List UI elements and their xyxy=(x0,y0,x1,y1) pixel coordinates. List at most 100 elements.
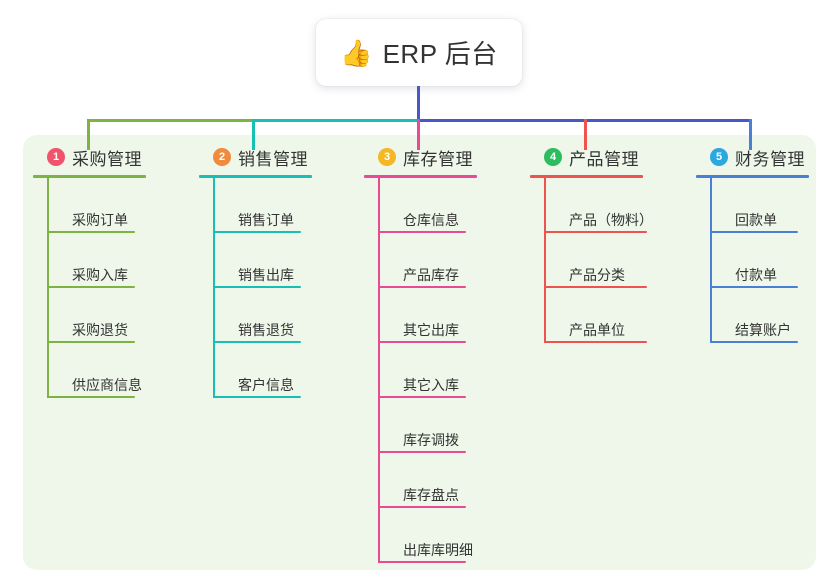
branch-spine xyxy=(710,178,712,343)
branch-header-underline xyxy=(33,175,146,178)
branch-column-销售管理: 2 销售管理销售订单销售出库销售退货客户信息 xyxy=(199,144,312,398)
leaf-item[interactable]: 产品（物料） xyxy=(544,178,653,233)
leaf-item[interactable]: 销售出库 xyxy=(213,233,312,288)
branch-spine xyxy=(47,178,49,398)
branch-column-财务管理: 5 财务管理回款单付款单结算账户 xyxy=(696,144,809,343)
branch-number-badge: 4 xyxy=(544,148,562,166)
leaf-item-label: 产品分类 xyxy=(569,267,625,283)
branch-title: 销售管理 xyxy=(238,149,308,169)
leaf-item[interactable]: 出库库明细 xyxy=(378,508,477,563)
branch-header-underline xyxy=(199,175,312,178)
leaf-item-label: 采购退货 xyxy=(72,322,128,338)
leaf-item-label: 供应商信息 xyxy=(72,377,142,393)
connector-drop-1 xyxy=(87,119,90,150)
leaf-item-underline xyxy=(544,231,647,233)
leaf-item-underline xyxy=(710,286,798,288)
leaf-item[interactable]: 产品库存 xyxy=(378,233,477,288)
leaf-item-label: 其它出库 xyxy=(403,322,459,338)
leaf-item[interactable]: 其它入库 xyxy=(378,343,477,398)
thumbs-up-icon: 👍 xyxy=(340,37,373,68)
connector-horizontal-segment-2 xyxy=(252,119,419,122)
leaf-item-underline xyxy=(213,231,301,233)
branch-number-badge: 3 xyxy=(378,148,396,166)
branch-header-财务管理[interactable]: 5 财务管理 xyxy=(696,144,809,170)
branch-header-采购管理[interactable]: 1 采购管理 xyxy=(33,144,146,170)
branch-title: 产品管理 xyxy=(569,149,639,169)
connector-trunk xyxy=(417,86,420,122)
leaf-item-underline xyxy=(378,506,466,508)
leaf-item-label: 出库库明细 xyxy=(403,542,473,558)
leaf-item[interactable]: 供应商信息 xyxy=(47,343,146,398)
leaf-item-label: 客户信息 xyxy=(238,377,294,393)
leaf-item-underline xyxy=(47,341,135,343)
connector-drop-4 xyxy=(584,119,587,150)
leaf-item[interactable]: 采购订单 xyxy=(47,178,146,233)
leaf-item-label: 仓库信息 xyxy=(403,212,459,228)
connector-drop-3 xyxy=(417,119,420,150)
leaf-item-underline xyxy=(213,286,301,288)
branch-leaf-list: 采购订单采购入库采购退货供应商信息 xyxy=(47,178,146,398)
leaf-item-label: 产品单位 xyxy=(569,322,625,338)
branch-header-库存管理[interactable]: 3 库存管理 xyxy=(364,144,477,170)
leaf-item-label: 采购入库 xyxy=(72,267,128,283)
branch-number-badge: 2 xyxy=(213,148,231,166)
leaf-item-label: 结算账户 xyxy=(735,322,791,338)
branch-title: 财务管理 xyxy=(735,149,805,169)
leaf-item-underline xyxy=(213,396,301,398)
leaf-item[interactable]: 采购入库 xyxy=(47,233,146,288)
leaf-item-label: 销售出库 xyxy=(238,267,294,283)
leaf-item-label: 销售订单 xyxy=(238,212,294,228)
branch-header-产品管理[interactable]: 4 产品管理 xyxy=(530,144,653,170)
leaf-item[interactable]: 付款单 xyxy=(710,233,809,288)
root-node-erp-backend[interactable]: 👍 ERP 后台 xyxy=(316,19,522,86)
leaf-item-underline xyxy=(47,286,135,288)
branch-number-badge: 5 xyxy=(710,148,728,166)
leaf-item[interactable]: 结算账户 xyxy=(710,288,809,343)
leaf-item-underline xyxy=(47,396,135,398)
leaf-item[interactable]: 销售退货 xyxy=(213,288,312,343)
connector-drop-2 xyxy=(252,119,255,150)
branch-title: 采购管理 xyxy=(72,149,142,169)
leaf-item[interactable]: 产品单位 xyxy=(544,288,653,343)
leaf-item[interactable]: 其它出库 xyxy=(378,288,477,343)
branch-header-underline xyxy=(364,175,477,178)
branch-leaf-list: 回款单付款单结算账户 xyxy=(710,178,809,343)
leaf-item-label: 产品（物料） xyxy=(569,212,653,228)
leaf-item[interactable]: 销售订单 xyxy=(213,178,312,233)
leaf-item-underline xyxy=(378,451,466,453)
branch-spine xyxy=(544,178,546,343)
branch-spine xyxy=(378,178,380,563)
branch-spine xyxy=(213,178,215,398)
leaf-item-underline xyxy=(47,231,135,233)
leaf-item[interactable]: 仓库信息 xyxy=(378,178,477,233)
branch-header-销售管理[interactable]: 2 销售管理 xyxy=(199,144,312,170)
leaf-item[interactable]: 产品分类 xyxy=(544,233,653,288)
branch-header-underline xyxy=(530,175,643,178)
leaf-item-label: 销售退货 xyxy=(238,322,294,338)
leaf-item-label: 其它入库 xyxy=(403,377,459,393)
leaf-item[interactable]: 客户信息 xyxy=(213,343,312,398)
leaf-item[interactable]: 采购退货 xyxy=(47,288,146,343)
leaf-item[interactable]: 库存盘点 xyxy=(378,453,477,508)
branch-column-采购管理: 1 采购管理采购订单采购入库采购退货供应商信息 xyxy=(33,144,146,398)
leaf-item-label: 产品库存 xyxy=(403,267,459,283)
leaf-item-underline xyxy=(378,561,466,563)
branch-number-badge: 1 xyxy=(47,148,65,166)
leaf-item-underline xyxy=(544,286,647,288)
leaf-item-underline xyxy=(378,396,466,398)
leaf-item-label: 回款单 xyxy=(735,212,777,228)
branch-leaf-list: 仓库信息产品库存其它出库其它入库库存调拨库存盘点出库库明细 xyxy=(378,178,477,563)
branch-title: 库存管理 xyxy=(403,149,473,169)
leaf-item-underline xyxy=(710,231,798,233)
leaf-item[interactable]: 库存调拨 xyxy=(378,398,477,453)
leaf-item-underline xyxy=(544,341,647,343)
branch-header-underline xyxy=(696,175,809,178)
branch-column-产品管理: 4 产品管理产品（物料） 产品分类产品单位 xyxy=(530,144,653,343)
leaf-item-label: 库存盘点 xyxy=(403,487,459,503)
branch-leaf-list: 产品（物料） 产品分类产品单位 xyxy=(544,178,653,343)
leaf-item[interactable]: 回款单 xyxy=(710,178,809,233)
diagram-background-panel xyxy=(23,135,816,570)
root-node-title: ERP 后台 xyxy=(382,39,498,69)
leaf-item-label: 付款单 xyxy=(735,267,777,283)
leaf-item-underline xyxy=(378,341,466,343)
